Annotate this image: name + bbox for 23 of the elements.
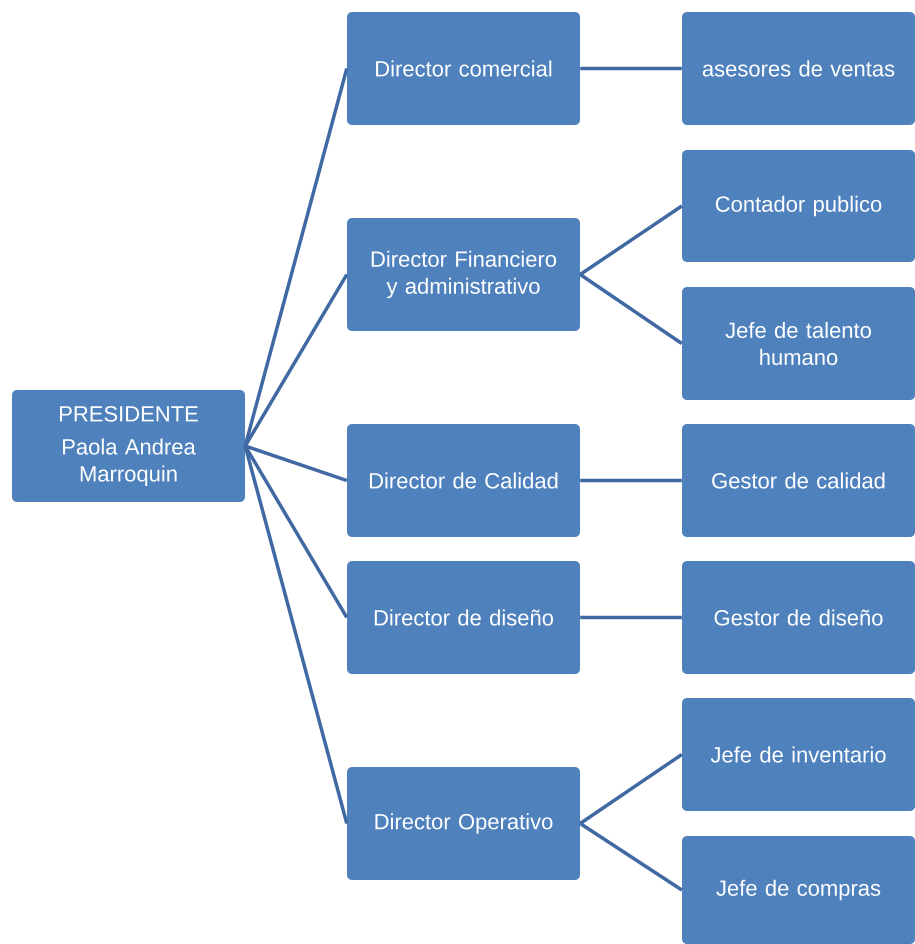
connector-line [579,204,683,276]
position-box: Contador publico [682,150,915,262]
connector-line [579,822,683,892]
connector-line [244,68,348,446]
connector-line [579,273,683,345]
person-box: PRESIDENTE Paola Andrea Marroquin [12,390,245,502]
connector-line [580,478,682,482]
connector-line [580,616,682,620]
position-box: Gestor de calidad [682,424,915,537]
position-box: Jefe de inventario [682,698,915,811]
connector-line [244,446,348,824]
connector-line [244,444,348,482]
position-box: Gestor de diseño [682,561,915,674]
connector-line [580,66,682,70]
position-box: Director Operativo [347,767,580,880]
position-box: Jefe de talento humano [682,287,915,400]
position-box: Director comercial [347,12,580,125]
position-box: Jefe de compras [682,836,915,944]
position-box: asesores de ventas [682,12,915,125]
position-box: Director de Calidad [347,424,580,537]
position-box: Director Financiero y administrativo [347,218,580,331]
connector-line [579,753,683,825]
position-box: Director de diseño [347,561,580,674]
